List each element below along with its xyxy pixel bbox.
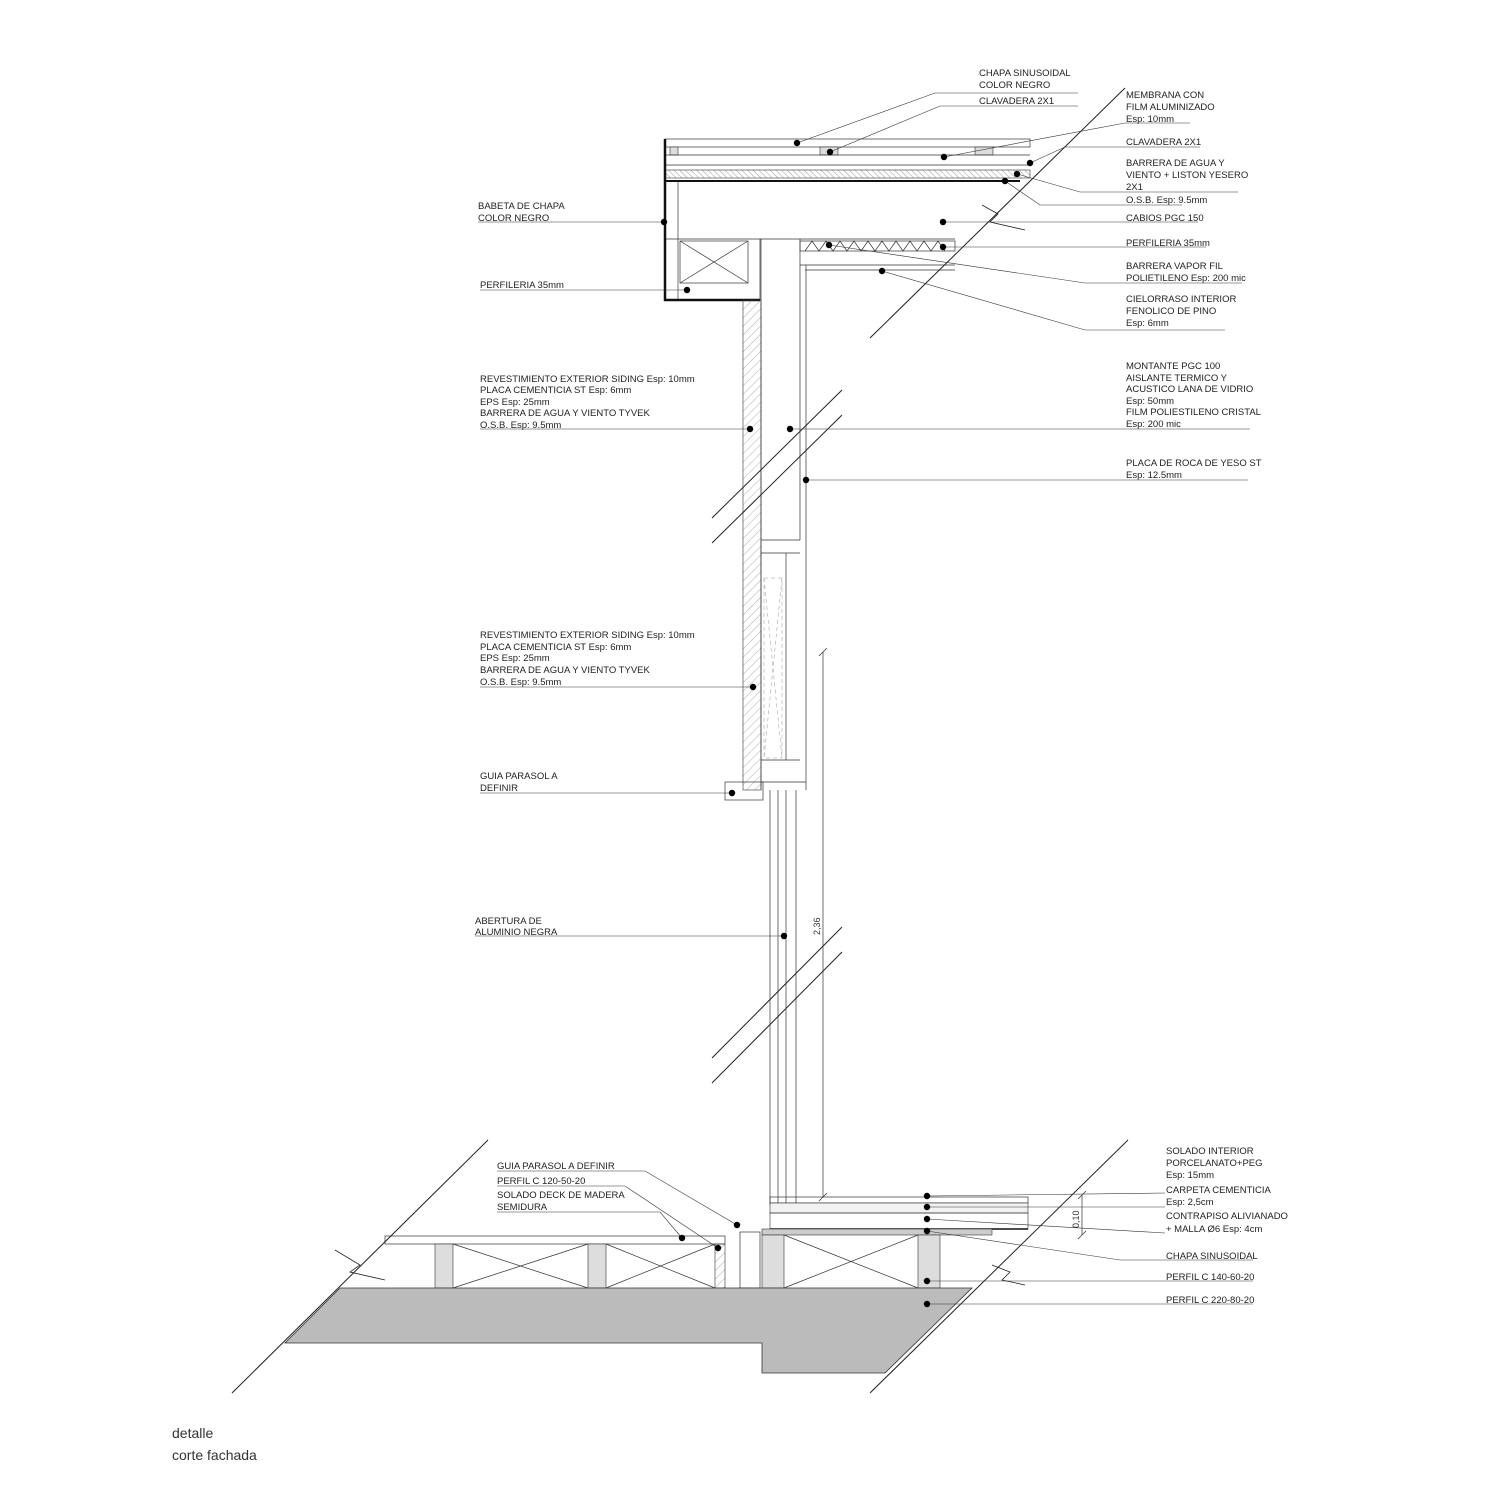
- label-rev2-eps: EPS Esp: 25mm: [480, 653, 550, 664]
- label-rev1-siding: REVESTIMIENTO EXTERIOR SIDING Esp: 10mm: [480, 374, 695, 385]
- label-solado-esp: Esp: 15mm: [1166, 1170, 1214, 1181]
- label-barrera-2x1: 2X1: [1126, 182, 1143, 193]
- annotation-labels: CHAPA SINUSOIDAL COLOR NEGRO CLAVADERA 2…: [172, 68, 1288, 1463]
- label-barrera: BARRERA DE AGUA Y: [1126, 158, 1225, 169]
- label-clavadera-top: CLAVADERA 2X1: [979, 96, 1054, 107]
- label-placa-yeso-esp: Esp: 12.5mm: [1126, 470, 1182, 481]
- label-chapa-sinusoidal-color: COLOR NEGRO: [979, 80, 1050, 91]
- label-rev2-siding: REVESTIMIENTO EXTERIOR SIDING Esp: 10mm: [480, 630, 695, 641]
- label-rev1-placa: PLACA CEMENTICIA ST Esp: 6mm: [480, 385, 631, 396]
- label-montante-esp: Esp: 50mm: [1126, 396, 1174, 407]
- label-contrapiso-malla: + MALLA Ø6 Esp: 4cm: [1166, 1224, 1262, 1235]
- label-rev2-placa: PLACA CEMENTICIA ST Esp: 6mm: [480, 642, 631, 653]
- label-abertura-aluminio: ALUMINIO NEGRA: [475, 927, 558, 938]
- label-guia-parasol-floor: GUIA PARASOL A DEFINIR: [497, 1161, 615, 1172]
- label-montante-film: FILM POLIESTILENO CRISTAL: [1126, 407, 1261, 418]
- label-abertura: ABERTURA DE: [475, 916, 542, 927]
- label-chapa-sinusoidal: CHAPA SINUSOIDAL: [979, 68, 1071, 79]
- label-clavadera-2: CLAVADERA 2X1: [1126, 137, 1201, 148]
- label-membrana: MEMBRANA CON: [1126, 90, 1204, 101]
- label-babeta: BABETA DE CHAPA: [478, 201, 565, 212]
- label-chapa-floor: CHAPA SINUSOIDAL: [1166, 1251, 1258, 1262]
- label-deck: SOLADO DECK DE MADERA: [497, 1190, 625, 1201]
- roof-assembly: [663, 87, 1126, 339]
- label-perfileria-right: PERFILERIA 35mm: [1126, 238, 1210, 249]
- wall-assembly: 2,36: [711, 239, 843, 1205]
- label-solado-porcelanato: PORCELANATO+PEG: [1166, 1158, 1263, 1169]
- label-cielorraso-pino: FENOLICO DE PINO: [1126, 306, 1216, 317]
- dimension-height: 2,36: [812, 917, 822, 935]
- dimension-floor: 0,10: [1071, 1210, 1081, 1228]
- label-cielorraso-esp: Esp: 6mm: [1126, 318, 1169, 329]
- label-rev2-barrera: BARRERA DE AGUA Y VIENTO TYVEK: [480, 665, 650, 676]
- label-montante-lana: ACUSTICO LANA DE VIDRIO: [1126, 384, 1253, 395]
- caption-detalle: detalle: [172, 1425, 213, 1441]
- leaders: [475, 92, 1253, 1305]
- label-cielorraso: CIELORRASO INTERIOR: [1126, 294, 1236, 305]
- label-guia-parasol: GUIA PARASOL A: [480, 771, 558, 782]
- label-cabios: CABIOS PGC 150: [1126, 213, 1204, 224]
- label-rev1-osb: O.S.B. Esp: 9.5mm: [480, 420, 561, 431]
- label-perfil-c140: PERFIL C 140-60-20: [1166, 1272, 1254, 1283]
- label-rev1-eps: EPS Esp: 25mm: [480, 397, 550, 408]
- label-placa-yeso: PLACA DE ROCA DE YESO ST: [1126, 458, 1262, 469]
- label-montante-aislante: AISLANTE TERMICO Y: [1126, 373, 1228, 384]
- caption-corte-fachada: corte fachada: [172, 1447, 257, 1463]
- label-vapor: BARRERA VAPOR FIL: [1126, 261, 1223, 272]
- label-perfileria-left: PERFILERIA 35mm: [480, 280, 564, 291]
- label-babeta-color: COLOR NEGRO: [478, 213, 549, 224]
- label-membrana-esp: Esp: 10mm: [1126, 114, 1174, 125]
- label-carpeta-esp: Esp: 2,5cm: [1166, 1197, 1214, 1208]
- label-rev2-osb: O.S.B. Esp: 9.5mm: [480, 677, 561, 688]
- label-osb-roof: O.S.B. Esp: 9.5mm: [1126, 195, 1207, 206]
- label-carpeta: CARPETA CEMENTICIA: [1166, 1185, 1272, 1196]
- label-rev1-barrera: BARRERA DE AGUA Y VIENTO TYVEK: [480, 408, 650, 419]
- label-perfil-c220: PERFIL C 220-80-20: [1166, 1295, 1254, 1306]
- label-contrapiso: CONTRAPISO ALIVIANADO: [1166, 1211, 1288, 1222]
- label-deck-semidura: SEMIDURA: [497, 1202, 548, 1213]
- label-perfil-c120: PERFIL C 120-50-20: [497, 1176, 585, 1187]
- label-guia-parasol-definir: DEFINIR: [480, 783, 518, 794]
- leader-dots: [660, 139, 1034, 1308]
- label-montante: MONTANTE PGC 100: [1126, 361, 1220, 372]
- label-barrera-viento: VIENTO + LISTON YESERO: [1126, 170, 1248, 181]
- label-montante-film-esp: Esp: 200 mic: [1126, 419, 1181, 430]
- floor-assembly: 0,10: [231, 1139, 1129, 1394]
- label-solado-interior: SOLADO INTERIOR: [1166, 1146, 1254, 1157]
- label-vapor-esp: POLIETILENO Esp: 200 mic: [1126, 273, 1246, 284]
- label-membrana-film: FILM ALUMINIZADO: [1126, 102, 1215, 113]
